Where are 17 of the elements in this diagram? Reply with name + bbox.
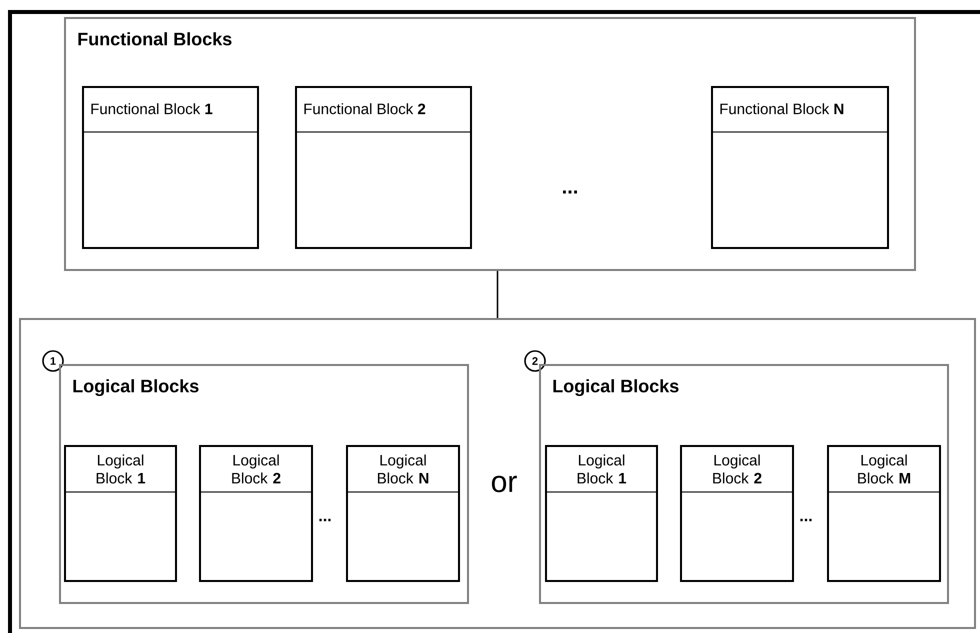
block-box: Logical Block 1 <box>64 445 177 582</box>
block-box: Logical Block 1 <box>545 445 658 582</box>
callout-number: 2 <box>524 350 546 372</box>
group-box <box>19 318 976 629</box>
connector-line <box>496 271 498 318</box>
block-box: Logical Block N <box>346 445 460 582</box>
block-box: Functional Block 2 <box>295 86 472 249</box>
ellipsis: ... <box>800 518 812 522</box>
callout-number: 1 <box>42 350 64 372</box>
block-box: Logical Block 2 <box>680 445 794 582</box>
block-box: Logical Block M <box>827 445 941 582</box>
ellipsis: ... <box>319 518 331 522</box>
block-box: Functional Block 1 <box>82 86 259 249</box>
block-box: Logical Block 2 <box>199 445 313 582</box>
ellipsis: ... <box>563 190 577 194</box>
block-box: Functional Block N <box>711 86 889 249</box>
connector-word: or <box>492 476 517 492</box>
